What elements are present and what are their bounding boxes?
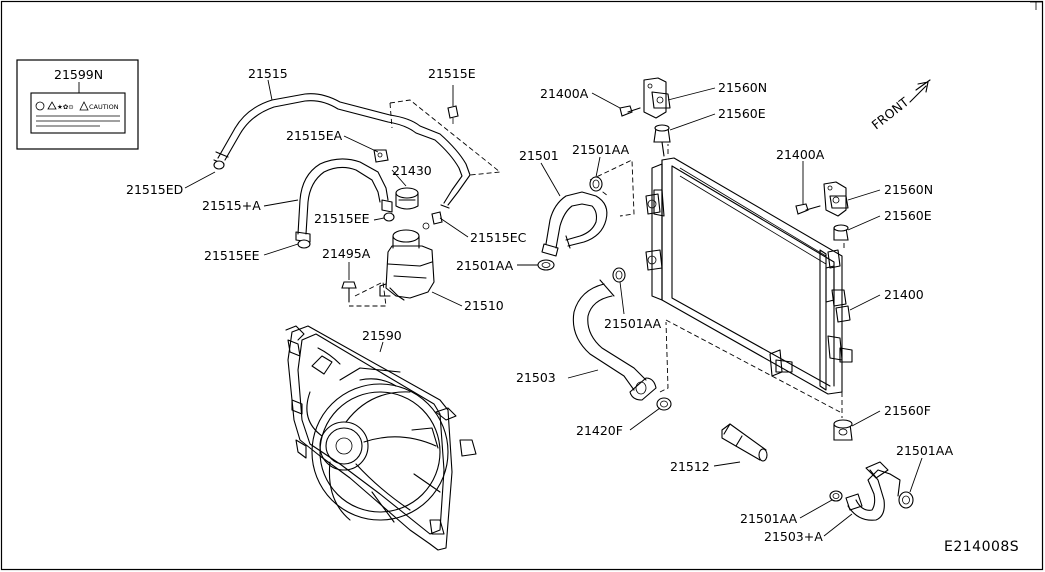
label-21515A: 21515+A [202, 198, 261, 213]
label-21515EE-top: 21515EE [314, 211, 370, 226]
clip-21515EE-bottom [297, 239, 311, 249]
label-21515: 21515 [248, 66, 288, 81]
label-21560N-top: 21560N [718, 80, 767, 95]
front-direction-indicator: FRONT [869, 79, 931, 132]
drawing-code: E214008S [944, 539, 1019, 555]
label-21501: 21501 [519, 148, 559, 163]
bolt-21495A [341, 262, 387, 307]
label-21430: 21430 [392, 163, 432, 178]
caution-label-part: 21599N ★✿⊙ CAUTION [16, 59, 139, 150]
mount-21560F [833, 419, 853, 441]
clip-21501AA-4 [829, 490, 843, 502]
label-21400A-right: 21400A [776, 147, 825, 162]
corner-mark [1030, 1, 1042, 10]
reservoir-cap-21430 [395, 187, 419, 210]
clip-21501AA-3 [612, 267, 626, 283]
clip-21515ED [184, 160, 225, 189]
label-21510: 21510 [464, 298, 504, 313]
label-21515ED: 21515ED [126, 182, 183, 197]
label-21599N: 21599N [54, 67, 103, 82]
pipe-21512 [721, 423, 768, 462]
label-21512: 21512 [670, 459, 710, 474]
label-21420F: 21420F [576, 423, 623, 438]
label-21501AA-3: 21501AA [604, 316, 662, 331]
leader-lines [263, 79, 923, 537]
front-label: FRONT [869, 94, 912, 132]
hose-21503 [572, 279, 657, 401]
label-21590: 21590 [362, 328, 402, 343]
label-21515EE-bottom: 21515EE [204, 248, 260, 263]
hose-21515A [295, 158, 393, 243]
clip-21515E [447, 85, 459, 124]
clip-21515EE-top [383, 212, 395, 222]
label-21503: 21503 [516, 370, 556, 385]
label-21560E-top: 21560E [718, 106, 766, 121]
clip-21501AA-5 [898, 491, 914, 509]
part-labels: 21515 21515E 21515EA 21430 21515ED 21515… [126, 66, 1019, 555]
mount-bracket-right [795, 181, 849, 241]
label-21515EA: 21515EA [286, 128, 343, 143]
label-21515E: 21515E [428, 66, 476, 81]
label-21560F: 21560F [884, 403, 931, 418]
mount-bracket-top [619, 77, 671, 157]
svg-text:★✿⊙: ★✿⊙ [57, 103, 74, 111]
clip-21515EA [373, 149, 389, 163]
clip-21501AA-1 [589, 176, 603, 192]
label-21400: 21400 [884, 287, 924, 302]
clip-21515EC [431, 211, 443, 225]
clip-21501AA-2 [537, 259, 555, 271]
label-21560N-right: 21560N [884, 182, 933, 197]
label-21400A-top: 21400A [540, 86, 589, 101]
label-21501AA-1: 21501AA [572, 142, 630, 157]
reservoir-tank-21510 [379, 222, 435, 301]
label-21501AA-5: 21501AA [896, 443, 954, 458]
clamp-21420F [656, 321, 672, 411]
label-21515EC: 21515EC [470, 230, 527, 245]
label-21560E-right: 21560E [884, 208, 932, 223]
label-21501AA-2: 21501AA [456, 258, 514, 273]
label-21503A: 21503+A [764, 529, 823, 544]
front-arrow-icon [909, 79, 931, 103]
hose-21501 [541, 159, 635, 257]
label-21501AA-4: 21501AA [740, 511, 798, 526]
radiator-21400 [645, 144, 853, 418]
label-21495A: 21495A [322, 246, 371, 261]
caution-text: CAUTION [89, 103, 119, 111]
fan-shroud-21590 [285, 325, 477, 551]
hose-21503A [845, 461, 901, 521]
